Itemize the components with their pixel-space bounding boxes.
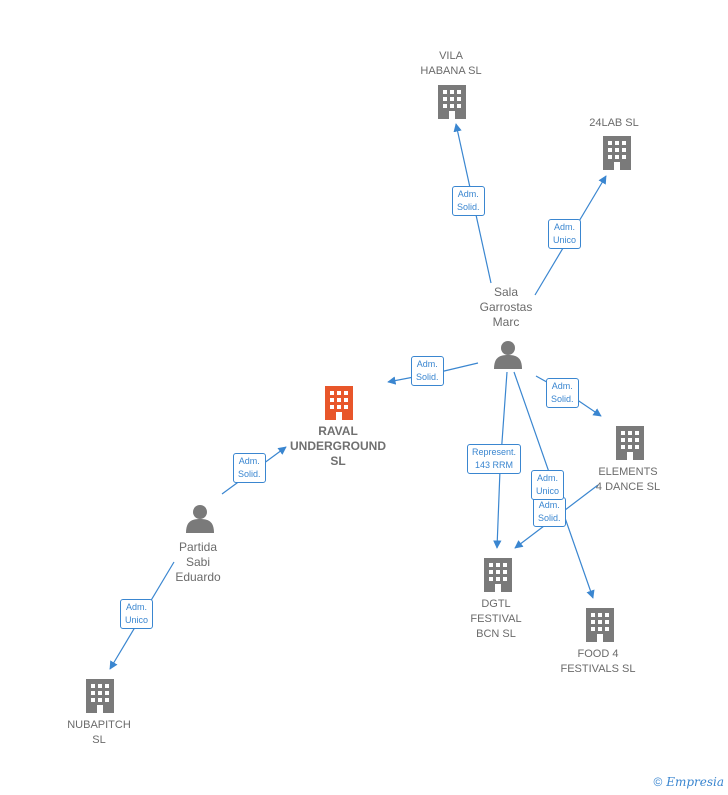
- company-label-vila-habana[interactable]: VILA HABANA SL: [420, 50, 482, 77]
- edge-label-sala-raval: Adm. Solid.: [411, 356, 444, 386]
- copyright-symbol: ©: [653, 775, 663, 789]
- company-label-24lab[interactable]: 24LAB SL: [589, 117, 639, 129]
- edge-label-sala-vila: Adm. Solid.: [452, 186, 485, 216]
- edge-label-partida-nuba: Adm. Unico: [120, 599, 154, 629]
- edge-label-elements-dgtl: Adm. Solid.: [533, 497, 566, 527]
- footer-credit: © Empresia: [654, 775, 724, 789]
- raval-building-icon[interactable]: [325, 386, 353, 420]
- person-label-partida[interactable]: Partida Sabi Eduardo: [175, 540, 221, 584]
- edge-label-sala-24lab: Adm. Unico: [548, 219, 582, 249]
- elements-building-icon[interactable]: [616, 426, 644, 460]
- company-label-elements[interactable]: ELEMENTS 4 DANCE SL: [595, 466, 661, 493]
- company-label-raval[interactable]: RAVAL UNDERGROUND SL: [290, 424, 386, 468]
- brand-logo: Empresia: [666, 775, 724, 789]
- edge-label-partida-raval: Adm. Solid.: [233, 453, 266, 483]
- person-label-sala[interactable]: Sala Garrostas Marc: [479, 285, 533, 329]
- sala-person-icon[interactable]: [494, 341, 522, 369]
- 24lab-building-icon[interactable]: [603, 136, 631, 170]
- food-building-icon[interactable]: [586, 608, 614, 642]
- company-label-dgtl[interactable]: DGTL FESTIVAL BCN SL: [470, 598, 522, 640]
- company-label-nubapitch[interactable]: NUBAPITCH SL: [67, 719, 131, 746]
- vila-habana-building-icon[interactable]: [438, 85, 466, 119]
- dgtl-building-icon[interactable]: [484, 558, 512, 592]
- nubapitch-building-icon[interactable]: [86, 679, 114, 713]
- partida-person-icon[interactable]: [186, 505, 214, 533]
- edge-label-sala-food: Adm. Unico: [531, 470, 565, 500]
- company-label-food[interactable]: FOOD 4 FESTIVALS SL: [560, 648, 636, 675]
- edge-label-sala-dgtl: Represent. 143 RRM: [467, 444, 522, 474]
- edge-label-sala-elements: Adm. Solid.: [546, 378, 579, 408]
